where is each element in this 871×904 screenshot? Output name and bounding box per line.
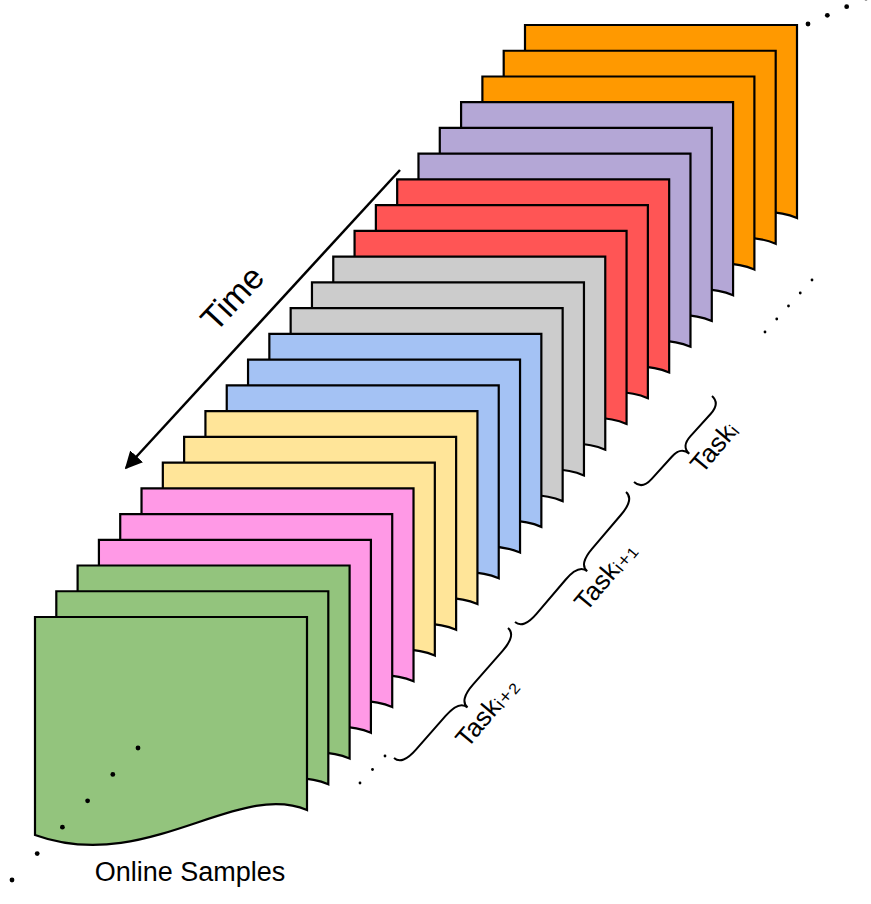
continuation-dot [371, 768, 374, 771]
continuation-dot [85, 798, 90, 803]
sample-card [35, 617, 307, 845]
caption-label: Online Samples [95, 859, 286, 886]
continuation-dot [775, 318, 778, 321]
time-arrow [126, 170, 400, 468]
task-label: Taskᵢ₊₁ [569, 537, 640, 615]
continuation-dot [844, 4, 849, 9]
continuation-dot [787, 305, 790, 308]
continuation-dot [825, 13, 830, 18]
task-label: Taskᵢ₊₂ [451, 672, 523, 751]
continuation-dot [864, 0, 869, 1]
continuation-dot [136, 746, 141, 751]
continuation-dot [110, 772, 115, 777]
continuation-dot [60, 825, 65, 830]
continuation-dot [806, 22, 811, 27]
continuation-dot [799, 292, 802, 295]
task-label: Taskᵢ [686, 417, 743, 478]
continuation-dot [359, 782, 362, 785]
continuation-dot [35, 851, 40, 856]
continuation-dot [10, 878, 15, 883]
continuation-dot [811, 279, 814, 282]
continuation-dot [384, 755, 387, 758]
continuation-dot [764, 331, 767, 334]
